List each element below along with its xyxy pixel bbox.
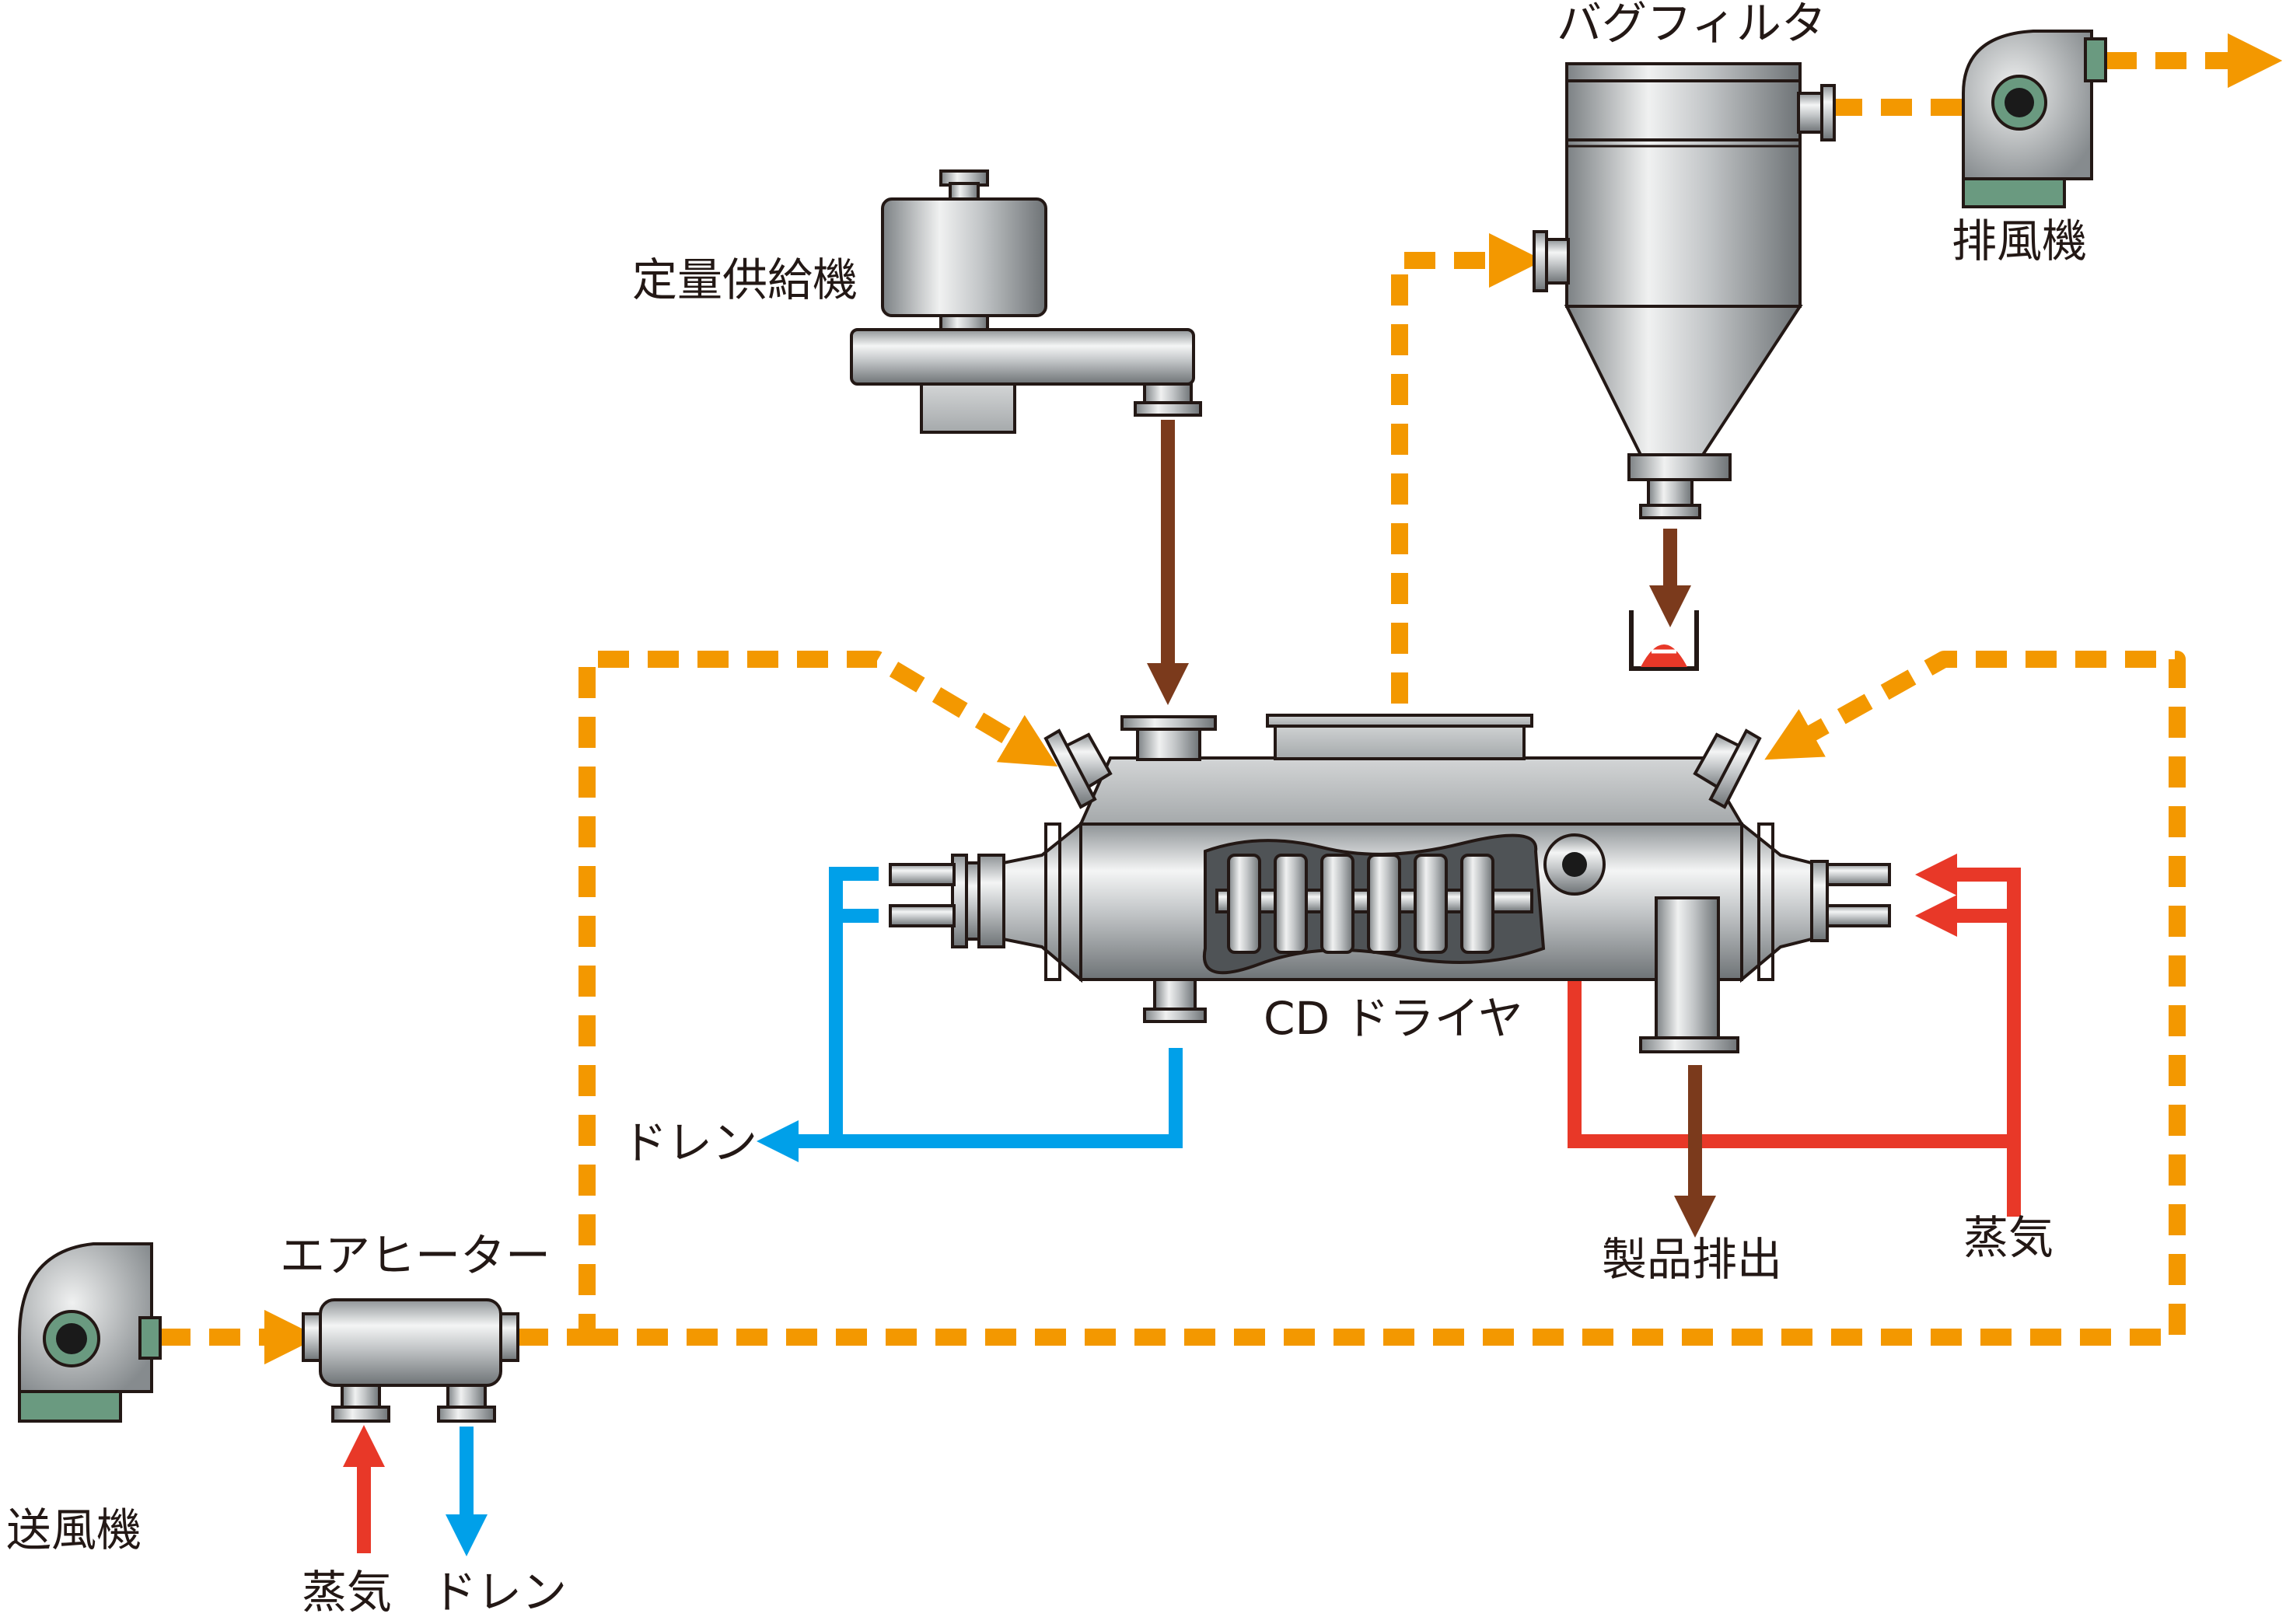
blower-label: 送風機 <box>6 1504 142 1556</box>
bag-filter-label: バグフィルタ <box>1557 0 1826 50</box>
steam-to-dryer-top <box>1915 854 2021 1217</box>
air-flow-lines <box>159 33 2283 1365</box>
air-heater-label: エアヒーター <box>280 1229 551 1282</box>
feeder-icon <box>850 169 1202 434</box>
drain-out-dryer <box>757 1048 1183 1162</box>
product-lines <box>1147 420 1716 1238</box>
steam-heater-label: 蒸気 <box>302 1566 392 1619</box>
air-heater-icon <box>302 1298 519 1423</box>
dryer-icon <box>889 714 1891 1053</box>
drain-heater-label: ドレン <box>432 1566 567 1619</box>
air-flow-to-bag-filter <box>1391 232 1544 704</box>
product-container-icon <box>1629 610 1699 671</box>
drain-lines <box>446 867 1183 1556</box>
air-flow-left-inlet <box>578 651 1058 1346</box>
steam-to-rotor <box>1554 892 2014 1148</box>
product-out-label: 製品排出 <box>1602 1233 1782 1286</box>
blower-icon <box>18 1242 162 1423</box>
exhaust-fan-icon <box>1962 30 2107 208</box>
bag-filter-icon <box>1533 62 1836 519</box>
steam-dryer-label: 蒸気 <box>1963 1211 2054 1264</box>
drain-dryer-label: ドレン <box>622 1116 757 1169</box>
steam-lines <box>343 854 2021 1553</box>
air-flow-right-inlet <box>587 651 2186 1346</box>
exhaust-fan-label: 排風機 <box>1952 215 2087 267</box>
dryer-label: CD ドライヤ <box>1264 992 1523 1045</box>
feeder-label: 定量供給機 <box>632 253 858 306</box>
drain-from-dryer-top <box>829 867 879 1141</box>
